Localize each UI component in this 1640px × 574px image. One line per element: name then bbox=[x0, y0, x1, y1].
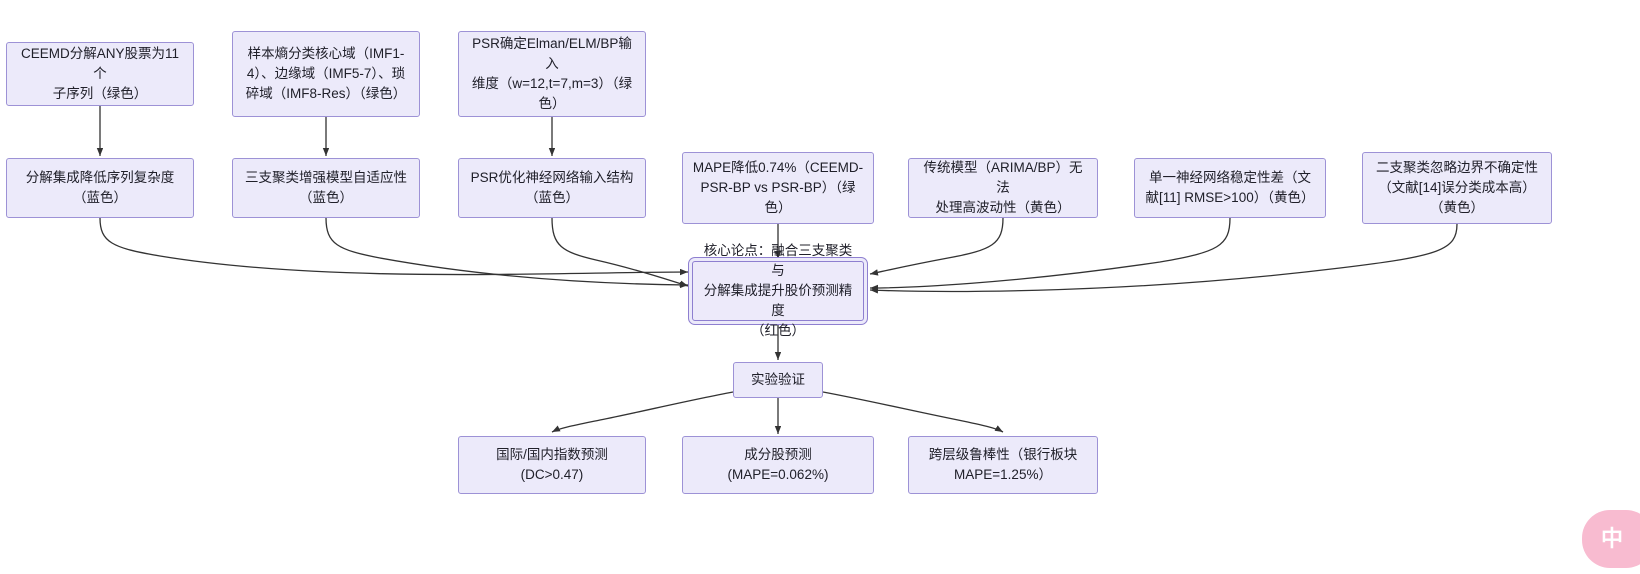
node-label: 实验验证 bbox=[751, 372, 805, 387]
watermark-badge: 中 bbox=[1582, 510, 1640, 568]
node-core-thesis[interactable]: 核心论点：融合三支聚类与 分解集成提升股价预测精度 （红色） bbox=[692, 243, 864, 338]
node-ceemd-decompose[interactable]: CEEMD分解ANY股票为11个 子序列（绿色） bbox=[6, 42, 194, 106]
node-label: 三支聚类增强模型自适应性 （蓝色） bbox=[245, 170, 407, 205]
node-label: MAPE降低0.74%（CEEMD- PSR-BP vs PSR-BP）（绿 色… bbox=[692, 160, 864, 215]
node-decomposition-reduces-complexity[interactable]: 分解集成降低序列复杂度 （蓝色） bbox=[6, 158, 194, 218]
edge-n10-core bbox=[869, 223, 1458, 294]
edge-exp-r3 bbox=[822, 391, 1004, 433]
node-mape-reduction[interactable]: MAPE降低0.74%（CEEMD- PSR-BP vs PSR-BP）（绿 色… bbox=[682, 152, 874, 224]
node-psr-input-dimension[interactable]: PSR确定Elman/ELM/BP输入 维度（w=12,t=7,m=3）（绿 色… bbox=[458, 31, 646, 117]
edge-n5-core bbox=[325, 217, 689, 289]
edge-n6-core bbox=[551, 217, 689, 287]
edge-n4-core bbox=[99, 217, 689, 276]
node-label: 传统模型（ARIMA/BP）无法 处理高波动性（黄色） bbox=[923, 160, 1083, 215]
node-label: 二支聚类忽略边界不确定性 （文献[14]误分类成本高） （黄色） bbox=[1376, 160, 1538, 215]
node-label: 样本熵分类核心域（IMF1- 4）、边缘域（IMF5-7）、琐 碎域（IMF8-… bbox=[245, 46, 407, 101]
node-experiment-validation[interactable]: 实验验证 bbox=[733, 362, 823, 398]
node-label: 国际/国内指数预测 (DC>0.47) bbox=[496, 447, 608, 482]
node-two-way-clustering-limitation[interactable]: 二支聚类忽略边界不确定性 （文献[14]误分类成本高） （黄色） bbox=[1362, 152, 1552, 224]
watermark-label: 中 bbox=[1600, 526, 1623, 551]
node-sample-entropy-domains[interactable]: 样本熵分类核心域（IMF1- 4）、边缘域（IMF5-7）、琐 碎域（IMF8-… bbox=[232, 31, 420, 117]
node-label: 核心论点：融合三支聚类与 分解集成提升股价预测精度 （红色） bbox=[703, 243, 853, 338]
node-single-network-instability[interactable]: 单一神经网络稳定性差（文 献[11] RMSE>100）（黄色） bbox=[1134, 158, 1326, 218]
node-label: PSR优化神经网络输入结构 （蓝色） bbox=[470, 170, 634, 205]
node-label: 单一神经网络稳定性差（文 献[11] RMSE>100）（黄色） bbox=[1145, 170, 1315, 205]
node-psr-optimizes-network-input[interactable]: PSR优化神经网络输入结构 （蓝色） bbox=[458, 158, 646, 218]
node-label: 成分股预测 (MAPE=0.062%) bbox=[727, 447, 829, 482]
node-label: 跨层级鲁棒性（银行板块 MAPE=1.25%） bbox=[928, 447, 1078, 482]
edge-n8-core bbox=[869, 217, 1004, 276]
node-label: CEEMD分解ANY股票为11个 子序列（绿色） bbox=[20, 46, 180, 101]
node-traditional-model-limitation[interactable]: 传统模型（ARIMA/BP）无法 处理高波动性（黄色） bbox=[908, 158, 1098, 218]
edge-exp-r1 bbox=[551, 391, 734, 433]
node-index-forecast-result[interactable]: 国际/国内指数预测 (DC>0.47) bbox=[458, 436, 646, 494]
node-label: PSR确定Elman/ELM/BP输入 维度（w=12,t=7,m=3）（绿 色… bbox=[471, 36, 633, 111]
edge-n9-core bbox=[869, 217, 1231, 292]
node-cross-level-robustness-result[interactable]: 跨层级鲁棒性（银行板块 MAPE=1.25%） bbox=[908, 436, 1098, 494]
node-constituent-stock-result[interactable]: 成分股预测 (MAPE=0.062%) bbox=[682, 436, 874, 494]
node-three-way-clustering-adaptivity[interactable]: 三支聚类增强模型自适应性 （蓝色） bbox=[232, 158, 420, 218]
node-label: 分解集成降低序列复杂度 （蓝色） bbox=[25, 170, 175, 205]
